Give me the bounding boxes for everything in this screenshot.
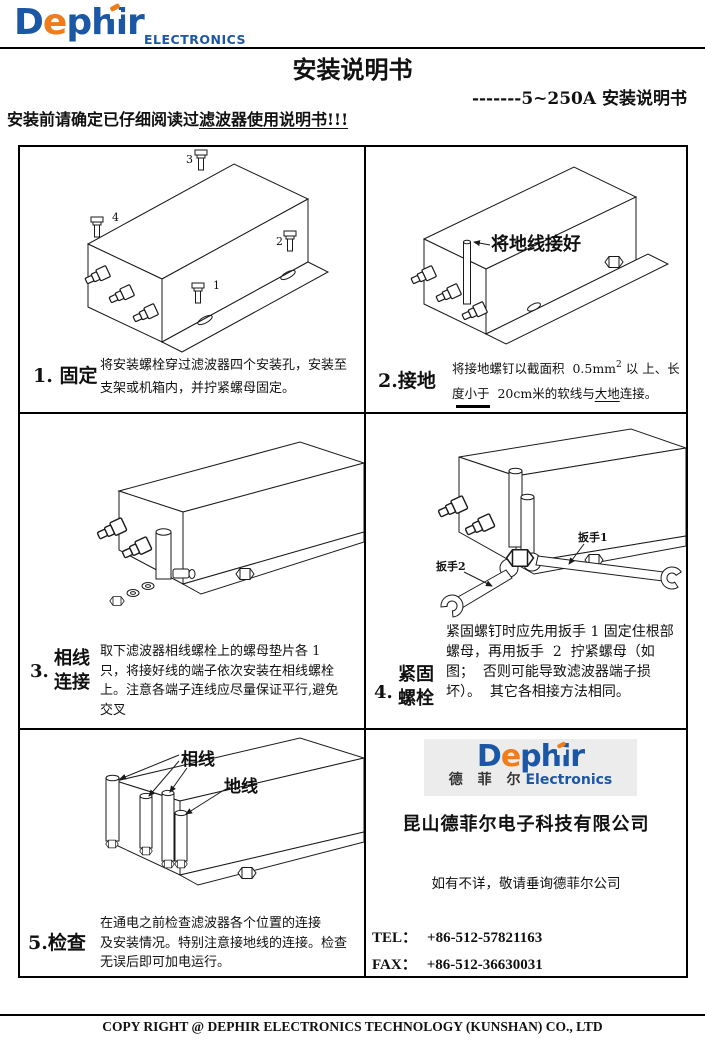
step-4-drawing: 扳手1 扳手2: [435, 428, 686, 620]
company-name: 昆山德菲尔电子科技有限公司: [402, 814, 650, 835]
brand-text: Dephir: [14, 2, 145, 43]
step-3-drawing: [94, 441, 364, 606]
svg-text:扳手1: 扳手1: [578, 530, 608, 544]
svg-text:1: 1: [213, 279, 220, 292]
svg-text:相线: 相线: [181, 749, 215, 770]
logo2-idot-cover: [556, 747, 566, 755]
brand-logo: Dephir ELECTRONICS: [14, 2, 334, 48]
brand-sub-text: ELECTRONICS: [144, 32, 247, 47]
company-logo-text: Dephir: [476, 739, 585, 774]
stray-underline-mark: [456, 405, 490, 408]
step-4-text: 紧固螺钉时应先用扳手 1 固定住根部 螺母，再用扳手 2 拧紧螺母（如 图； 否…: [446, 624, 674, 700]
step-4-label: 紧固 螺栓: [398, 664, 434, 709]
logo-idot-cover: [110, 10, 121, 19]
step-1-text: 将安装螺栓穿过滤波器四个安装孔，安装至 支架或机箱内，并拧紧螺母固定。: [100, 358, 348, 396]
company-logo: Dephir 德 菲 尔Electronics: [424, 739, 637, 796]
step-5-label: 5.检查: [28, 932, 86, 954]
subtitle: -------5~250A 安装说明书: [471, 89, 687, 109]
step-5-drawing: 相线 地线: [105, 737, 364, 886]
step-1-cell: 3 4 2 1 1. 固定 将安装螺栓穿过滤波器四个安装孔，安装至 支架或机箱内…: [20, 147, 366, 414]
instruction-table: 3 4 2 1 1. 固定 将安装螺栓穿过滤波器四个安装孔，安装至 支架或机箱内…: [18, 145, 688, 978]
tel-line: TEL：+86-512-57821163: [372, 930, 543, 946]
svg-text:4: 4: [112, 211, 119, 224]
footer-rule: [0, 1014, 705, 1016]
step-3-num: 3.: [30, 661, 49, 682]
page-title: 安装说明书: [292, 55, 413, 84]
step-1-drawing: 3 4 2 1: [83, 149, 330, 353]
step-1-label: 1. 固定: [33, 365, 98, 387]
company-logo-sub: 德 菲 尔Electronics: [448, 772, 613, 788]
notice: 安装前请确定已仔细阅读过滤波器使用说明书!!!: [7, 110, 349, 129]
step-3-label: 相线 连接: [54, 648, 90, 693]
fax-line: FAX：+86-512-36630031: [372, 957, 543, 973]
step-3-text: 取下滤波器相线螺栓上的螺母垫片各 1 只，将接好线的端子依次安装在相线螺栓 上。…: [100, 644, 339, 718]
step-2-cell: 将地线接好 2.接地 将接地螺钉以截面积 0.5mm2 以 上、长 度小于 20…: [366, 147, 686, 414]
step-2-text: 将接地螺钉以截面积 0.5mm2 以 上、长 度小于 20cm米的软线与大地连接…: [452, 360, 680, 401]
step-2-label: 2.接地: [378, 370, 436, 392]
header-rule: [0, 47, 705, 49]
company-info-cell: Dephir 德 菲 尔Electronics 昆山德菲尔电子科技有限公司 如有…: [366, 730, 686, 976]
step-5-cell: 相线 地线 5.检查 在通电之前检查滤波器各个位置的连接 及安装情况。特别注意接…: [20, 730, 366, 976]
svg-text:3: 3: [186, 153, 193, 166]
step-2-drawing: 将地线接好: [409, 166, 670, 345]
step-3-cell: 3. 相线 连接 取下滤波器相线螺栓上的螺母垫片各 1 只，将接好线的端子依次安…: [20, 414, 366, 730]
step-4-num: 4.: [374, 682, 393, 703]
company-note: 如有不详，敬请垂询德菲尔公司: [431, 876, 621, 892]
step-4-cell: 扳手1 扳手2 4. 紧固 螺栓 紧固螺钉时应先用扳手 1 固定住根部 螺母，再…: [366, 414, 686, 730]
svg-text:将地线接好: 将地线接好: [491, 233, 581, 255]
svg-text:2: 2: [276, 235, 283, 248]
svg-text:扳手2: 扳手2: [436, 559, 466, 573]
footer-copyright: COPY RIGHT @ DEPHIR ELECTRONICS TECHNOLO…: [102, 1019, 603, 1034]
step-5-text: 在通电之前检查滤波器各个位置的连接 及安装情况。特别注意接地线的连接。检查 无误…: [100, 916, 348, 970]
svg-text:地线: 地线: [224, 776, 258, 797]
